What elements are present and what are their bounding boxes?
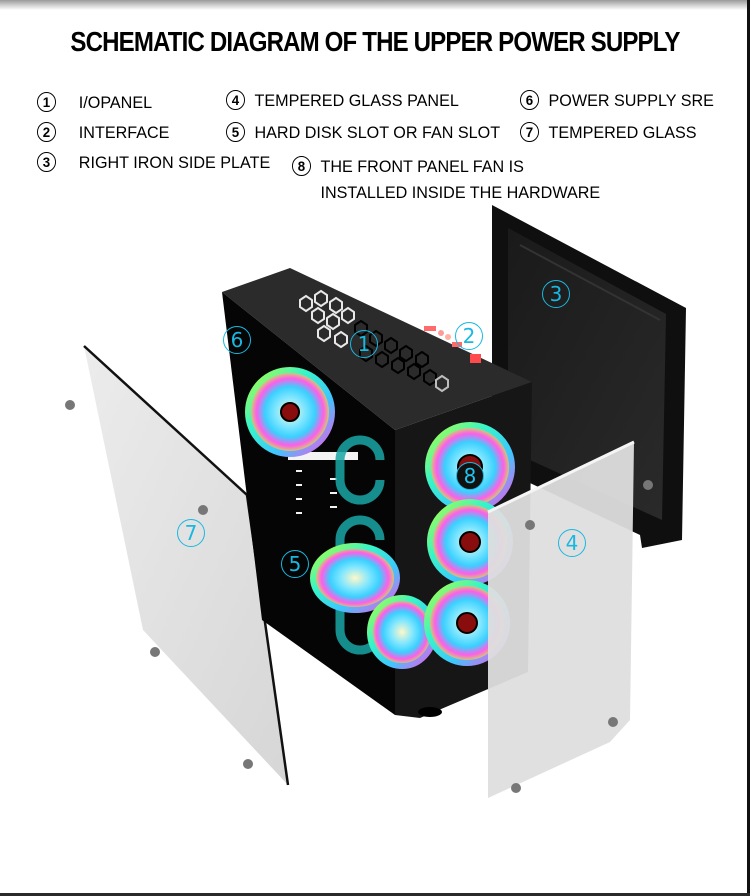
legend-item-6: 6 POWER SUPPLY SRE	[520, 88, 714, 114]
callout-5: 5	[281, 550, 309, 578]
legend-item-2: 2 INTERFACE	[37, 120, 169, 146]
callout-2: 2	[455, 322, 483, 350]
legend-item-8: 8 THE FRONT PANEL FAN IS INSTALLED INSID…	[292, 154, 600, 206]
legend-label: I/OPANEL	[78, 93, 153, 112]
legend-label: RIGHT IRON SIDE PLATE	[78, 153, 271, 172]
exploded-case-illustration	[65, 205, 686, 798]
number-badge: 8	[292, 156, 311, 176]
callout-7: 7	[177, 519, 205, 547]
legend-item-4: 4 TEMPERED GLASS PANEL	[226, 88, 459, 114]
callout-3: 3	[542, 280, 570, 308]
right-edge-bar	[747, 0, 750, 896]
legend-label: TEMPERED GLASS	[548, 123, 697, 142]
callout-4: 4	[558, 529, 586, 557]
callout-6: 6	[223, 326, 251, 354]
legend-label: INTERFACE	[78, 123, 170, 142]
number-badge: 6	[520, 90, 539, 110]
number-badge: 1	[37, 92, 56, 112]
callout-1: 1	[350, 330, 378, 358]
legend-label: THE FRONT PANEL FAN IS INSTALLED INSIDE …	[320, 157, 601, 202]
legend-item-5: 5 HARD DISK SLOT OR FAN SLOT	[226, 120, 500, 146]
number-badge: 5	[226, 122, 245, 142]
number-badge: 7	[520, 122, 539, 142]
bottom-rgb-fans	[310, 543, 437, 669]
callout-8: 8	[456, 462, 484, 490]
number-badge: 4	[226, 90, 245, 110]
legend-item-3: 3 RIGHT IRON SIDE PLATE	[37, 150, 270, 176]
legend-label: POWER SUPPLY SRE	[548, 91, 714, 110]
number-badge: 2	[37, 122, 56, 142]
right-tempered-glass-panel	[487, 440, 653, 798]
bottom-edge-bar	[0, 893, 750, 896]
number-badge: 3	[37, 152, 56, 172]
legend-item-1: 1 I/OPANEL	[37, 90, 152, 116]
hex-vent-pattern	[299, 289, 449, 393]
legend-item-7: 7 TEMPERED GLASS	[520, 120, 697, 146]
page-title: SCHEMATIC DIAGRAM OF THE UPPER POWER SUP…	[70, 26, 680, 57]
legend-label: TEMPERED GLASS PANEL	[254, 91, 459, 110]
top-gradient-band	[0, 0, 750, 10]
rear-rgb-fan	[245, 367, 335, 457]
legend-label: HARD DISK SLOT OR FAN SLOT	[254, 123, 501, 142]
